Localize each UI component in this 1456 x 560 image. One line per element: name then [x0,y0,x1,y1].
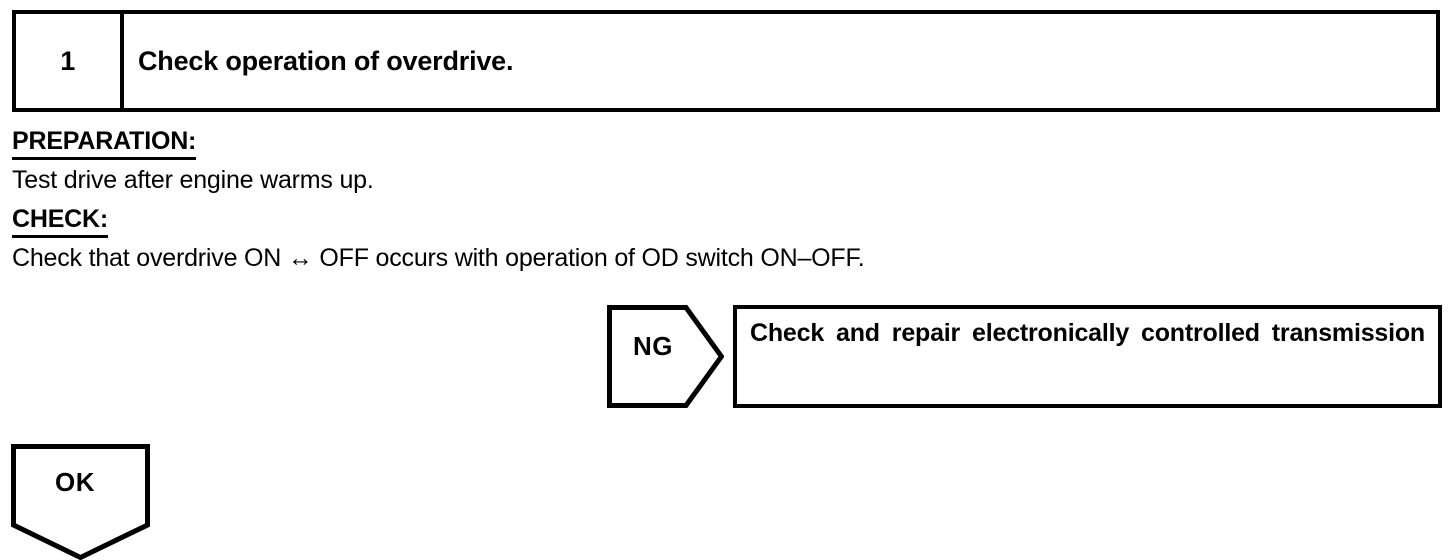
check-body: Check that overdrive ON ↔ OFF occurs wit… [12,244,865,272]
ok-pentagon-icon [11,444,150,560]
section-spacer [12,197,1212,204]
check-heading: CHECK: [12,204,108,238]
step-number-cell: 1 [16,14,124,108]
ok-arrow-tag [11,444,150,560]
step-header-box: 1 Check operation of overdrive. [12,10,1440,112]
ng-arrow-tag [607,305,724,408]
preparation-body: Test drive after engine warms up. [12,166,374,194]
check-section: CHECK: Check that overdrive ON ↔ OFF occ… [12,204,1212,275]
step-number: 1 [60,45,76,76]
ng-pentagon-icon [607,305,724,408]
ng-result-box: Check and repair electronically controll… [733,305,1442,408]
ng-branch: NG Check and repair electronically contr… [607,305,1442,409]
ng-result-text: Check and repair electronically controll… [750,319,1425,347]
step-title-cell: Check operation of overdrive. [124,14,1436,108]
preparation-section: PREPARATION: Test drive after engine war… [12,126,1212,197]
step-title: Check operation of overdrive. [138,45,514,76]
preparation-heading: PREPARATION: [12,126,196,160]
ng-label: NG [633,331,673,361]
ok-label: OK [55,467,95,497]
procedure-text-block: PREPARATION: Test drive after engine war… [12,126,1212,275]
